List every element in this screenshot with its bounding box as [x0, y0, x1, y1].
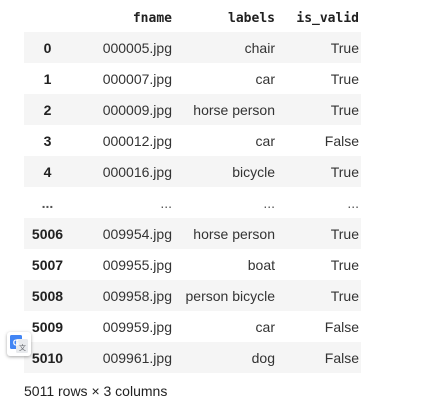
- cell-is-valid: True: [330, 256, 359, 273]
- table-row: 5008 009958.jpg person bicycle True: [24, 280, 361, 311]
- cell-labels: chair: [244, 39, 275, 56]
- cell-is-valid: False: [324, 132, 359, 149]
- cell-fname: 000005.jpg: [102, 39, 172, 56]
- svg-text:文: 文: [19, 343, 26, 352]
- row-index: 5009: [31, 318, 64, 335]
- row-index: 5010: [31, 349, 64, 366]
- cell-labels: person bicycle: [185, 287, 276, 304]
- row-index: 5008: [31, 287, 64, 304]
- cell-is-valid: True: [330, 225, 359, 242]
- table-row: 5006 009954.jpg horse person True: [24, 218, 361, 249]
- svg-text:G: G: [13, 339, 19, 348]
- cell-is-valid: True: [330, 163, 359, 180]
- cell-fname: 009955.jpg: [102, 256, 172, 273]
- table-row: 2 000009.jpg horse person True: [24, 94, 361, 125]
- column-header-labels: labels: [228, 10, 275, 26]
- cell-fname: 000009.jpg: [102, 101, 172, 118]
- row-index: 0: [43, 39, 52, 56]
- cell-fname: ...: [160, 194, 172, 211]
- cell-is-valid: ...: [347, 194, 359, 211]
- table-row: 5009 009959.jpg car False: [24, 311, 361, 342]
- table-row: 0 000005.jpg chair True: [24, 32, 361, 63]
- cell-fname: 009959.jpg: [102, 318, 172, 335]
- cell-labels: car: [255, 132, 275, 149]
- google-translate-button[interactable]: G 文: [7, 332, 31, 356]
- cell-labels: dog: [251, 349, 275, 366]
- cell-is-valid: True: [330, 101, 359, 118]
- cell-labels: car: [255, 70, 275, 87]
- cell-labels: bicycle: [232, 163, 275, 180]
- dataframe-output: fname labels is_valid 0 000005.jpg chair…: [24, 4, 361, 373]
- cell-is-valid: True: [330, 287, 359, 304]
- row-index: 3: [43, 132, 52, 149]
- table-row: 5007 009955.jpg boat True: [24, 249, 361, 280]
- row-index: ...: [41, 194, 54, 211]
- row-index: 1: [43, 70, 52, 87]
- dataframe-shape-summary: 5011 rows × 3 columns: [24, 383, 168, 399]
- cell-labels: boat: [247, 256, 275, 273]
- column-header-is-valid: is_valid: [296, 10, 359, 26]
- cell-labels: car: [255, 318, 275, 335]
- table-row: 1 000007.jpg car True: [24, 63, 361, 94]
- row-index: 4: [43, 163, 52, 180]
- table-row: 3 000012.jpg car False: [24, 125, 361, 156]
- cell-is-valid: True: [330, 70, 359, 87]
- google-translate-icon: G 文: [10, 335, 28, 353]
- table-row: 4 000016.jpg bicycle True: [24, 156, 361, 187]
- cell-fname: 009961.jpg: [102, 349, 172, 366]
- index-header: [24, 4, 71, 32]
- row-index: 2: [43, 101, 52, 118]
- cell-fname: 009958.jpg: [102, 287, 172, 304]
- cell-is-valid: False: [324, 349, 359, 366]
- row-index: 5006: [31, 225, 64, 242]
- cell-labels: ...: [263, 194, 275, 211]
- cell-fname: 009954.jpg: [102, 225, 172, 242]
- cell-fname: 000007.jpg: [102, 70, 172, 87]
- row-index: 5007: [31, 256, 64, 273]
- ellipsis-row: ... ... ... ...: [24, 187, 361, 218]
- cell-is-valid: False: [324, 318, 359, 335]
- cell-labels: horse person: [193, 101, 275, 118]
- column-header-fname: fname: [132, 10, 172, 26]
- header-row: fname labels is_valid: [24, 4, 361, 32]
- dataframe-table: fname labels is_valid 0 000005.jpg chair…: [24, 4, 361, 373]
- table-row: 5010 009961.jpg dog False: [24, 342, 361, 373]
- cell-fname: 000016.jpg: [102, 163, 172, 180]
- cell-is-valid: True: [330, 39, 359, 56]
- cell-fname: 000012.jpg: [102, 132, 172, 149]
- cell-labels: horse person: [193, 225, 275, 242]
